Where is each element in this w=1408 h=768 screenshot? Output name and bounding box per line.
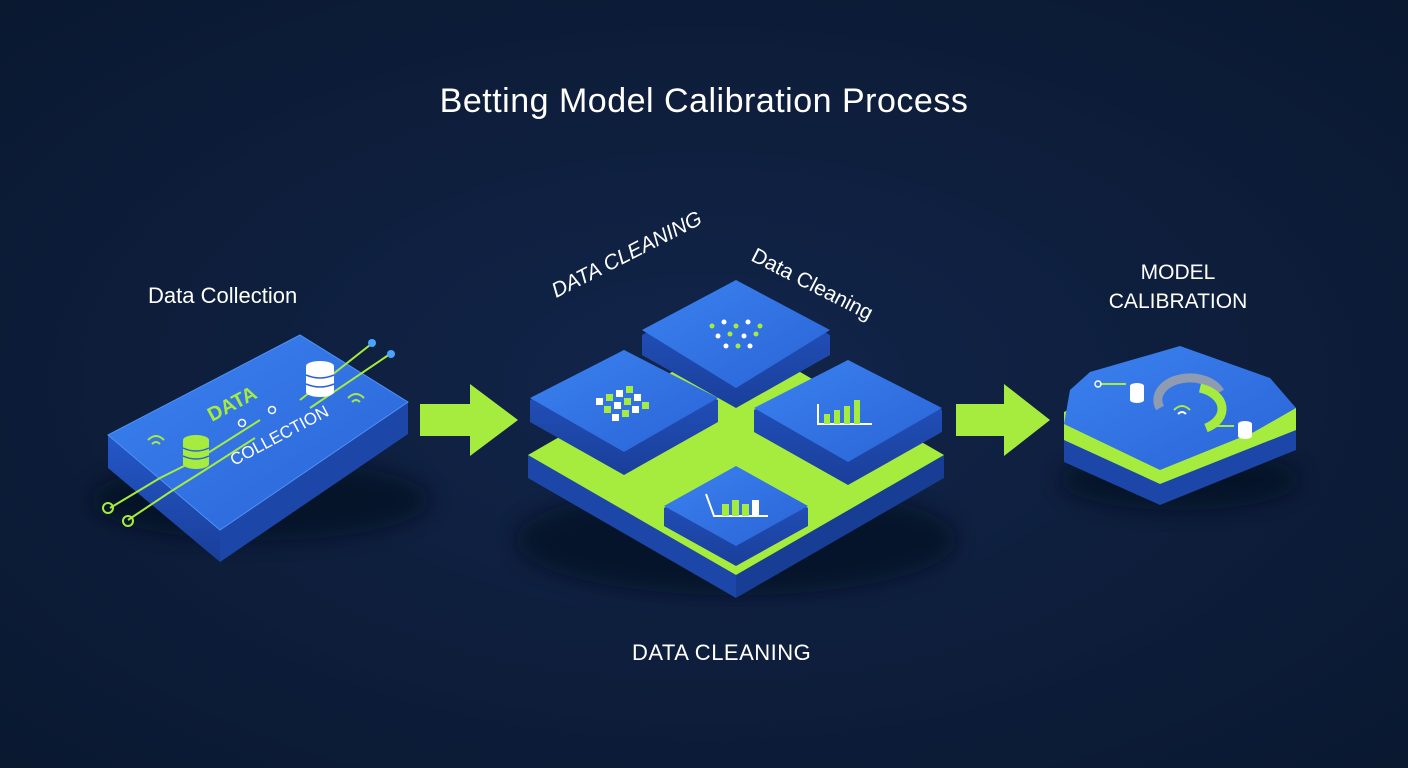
circuit-node: [237, 418, 247, 428]
circuit-node: [1094, 380, 1102, 388]
label-model-calibration: MODEL CALIBRATION: [1088, 258, 1268, 316]
database-icon: [1130, 383, 1144, 403]
bar-chart-icon: [817, 400, 872, 425]
circuit-node: [368, 339, 376, 347]
label-data-collection: Data Collection: [148, 283, 298, 308]
data-cleaning-block: [516, 280, 956, 598]
cleaning-tile-bottom: [664, 466, 808, 566]
cleaning-tile-left: [530, 350, 718, 475]
dot-grid-icon: [709, 319, 763, 349]
database-icon: [305, 361, 335, 397]
database-icon: [1238, 421, 1252, 439]
gauge-icon: [1153, 373, 1227, 433]
wifi-icon: [147, 435, 165, 445]
label-model-calibration-line-2: CALIBRATION: [1108, 290, 1248, 313]
arrow-right-icon: [420, 384, 518, 456]
label-data-cleaning-bottom: DATA CLEANING: [632, 640, 812, 665]
bar-chart-icon: [705, 493, 768, 517]
data-collection-slab: DATA COLLECTION: [90, 334, 430, 562]
circuit-node: [387, 350, 395, 358]
arrow-right-icon: [956, 384, 1050, 456]
circuit-node: [267, 405, 277, 415]
circuit-node: [122, 515, 134, 527]
wifi-icon: [347, 393, 365, 403]
database-icon: [182, 435, 210, 469]
diagram-title: Betting Model Calibration Process: [439, 82, 969, 120]
cleaning-tile-top: [642, 280, 830, 408]
circuit-node: [102, 502, 114, 514]
label-model-calibration-line-1: MODEL: [1140, 261, 1216, 284]
cleaning-tile-right: [754, 360, 942, 485]
dot-grid-icon: [596, 386, 649, 421]
model-calibration-block: [1060, 346, 1300, 510]
